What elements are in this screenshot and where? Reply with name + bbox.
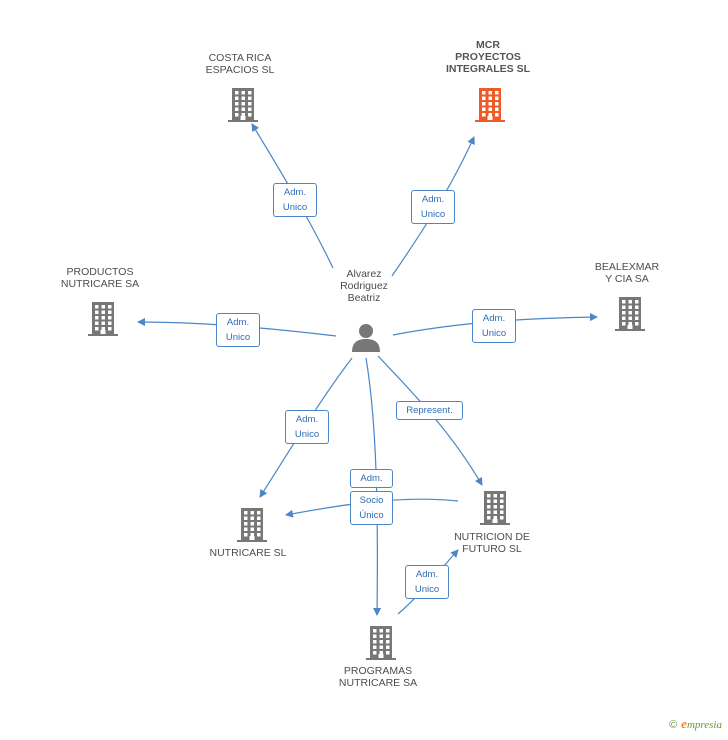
edge-label-nutricare[interactable]: Adm. Unico bbox=[285, 410, 329, 444]
building-icon-productos[interactable] bbox=[87, 300, 119, 336]
edge-label-productos[interactable]: Adm. Unico bbox=[216, 313, 260, 347]
mcr-label[interactable]: MCR PROYECTOS INTEGRALES SL bbox=[445, 39, 530, 75]
nutricare-label[interactable]: NUTRICARE SL bbox=[209, 547, 287, 559]
building-icon-bealex[interactable] bbox=[614, 295, 646, 331]
brand-initial: e bbox=[681, 716, 687, 731]
edge-label-mcr[interactable]: Adm. Unico bbox=[411, 190, 455, 224]
person-label[interactable]: Alvarez Rodriguez Beatriz bbox=[340, 268, 388, 304]
edge-label-programas-adm[interactable]: Adm. bbox=[350, 469, 393, 488]
building-icon-mcr[interactable] bbox=[474, 86, 506, 122]
edge-label-programas-socio[interactable]: Socio Único bbox=[350, 491, 393, 525]
person-icon[interactable] bbox=[351, 322, 381, 352]
costa-label[interactable]: COSTA RICA ESPACIOS SL bbox=[205, 52, 275, 76]
futuro-label[interactable]: NUTRICION DE FUTURO SL bbox=[454, 531, 530, 555]
productos-label[interactable]: PRODUCTOS NUTRICARE SA bbox=[60, 266, 140, 290]
link-futuro bbox=[377, 355, 483, 486]
brand-name: mpresia bbox=[686, 719, 722, 731]
building-icon-programas[interactable] bbox=[365, 624, 397, 660]
copyright-icon: © bbox=[669, 719, 678, 731]
programas-label[interactable]: PROGRAMAS NUTRICARE SA bbox=[338, 665, 418, 689]
bealex-label[interactable]: BEALEXMAR Y CIA SA bbox=[594, 261, 660, 285]
edge-label-futuro[interactable]: Represent. bbox=[396, 401, 463, 420]
building-icon-nutricare[interactable] bbox=[236, 506, 268, 542]
footer-brand: ©empresia bbox=[669, 716, 722, 732]
building-icon-futuro[interactable] bbox=[479, 489, 511, 525]
edge-label-costa[interactable]: Adm. Unico bbox=[273, 183, 317, 217]
building-icon-costa[interactable] bbox=[227, 86, 259, 122]
edge-label-bealex[interactable]: Adm. Unico bbox=[472, 309, 516, 343]
edge-label-prog-futuro[interactable]: Adm. Unico bbox=[405, 565, 449, 599]
